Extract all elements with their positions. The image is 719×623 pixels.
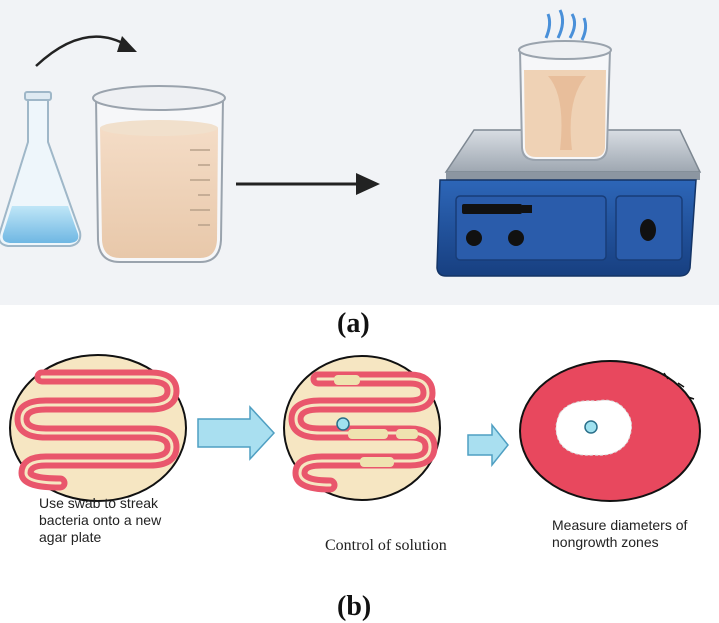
block-arrow-icon [467, 422, 509, 468]
panel-a-label: (a) [337, 308, 370, 339]
beaker-icon [92, 85, 226, 263]
flask-icon [0, 91, 82, 247]
knob-icon [508, 230, 524, 246]
pour-arrow-icon [35, 35, 137, 67]
caption-measure-step: Measure diameters of nongrowth zones [552, 517, 688, 550]
panel-a-illustration [0, 0, 719, 305]
disk-icon [584, 420, 598, 434]
caption-control-step: Control of solution [325, 537, 447, 554]
knob-icon [466, 230, 482, 246]
agar-plate-streaked-icon [9, 354, 187, 502]
heated-beaker-icon [518, 9, 612, 161]
block-arrow-icon [197, 405, 276, 461]
agar-plate-inhibition-zone-icon [519, 360, 701, 502]
hotplate-stirrer-icon [436, 129, 702, 277]
agar-plate-control-icon [283, 355, 441, 501]
panel-a-svg [0, 9, 702, 277]
panel-b-svg [9, 354, 701, 502]
panel-b-illustration [0, 345, 719, 585]
disk-icon [336, 417, 350, 431]
caption-streak-step: Use swab to streak bacteria onto a new a… [39, 495, 162, 545]
switch-icon [640, 219, 656, 241]
display-slot-icon [462, 204, 522, 214]
panel-b-label: (b) [337, 591, 372, 622]
process-arrow-icon [236, 173, 380, 195]
